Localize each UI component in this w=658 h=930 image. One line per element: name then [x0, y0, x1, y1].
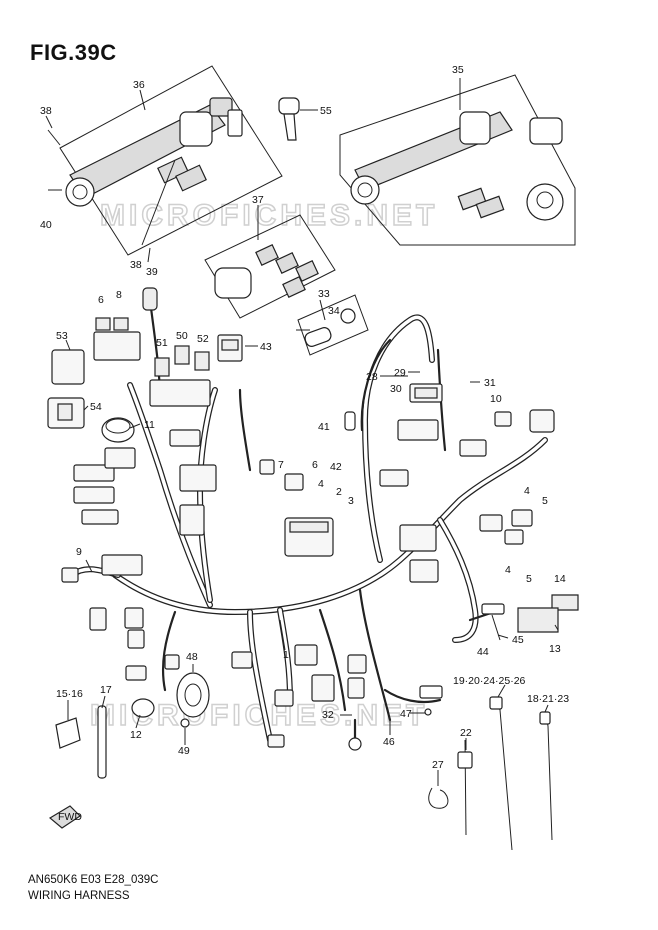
callout-30: 30 — [390, 383, 402, 395]
callout-47: 47 — [400, 708, 412, 720]
callout-1: 1 — [283, 649, 289, 661]
callout-37: 37 — [252, 194, 264, 206]
callout-15-16: 15·16 — [56, 688, 83, 700]
callout-22: 22 — [460, 727, 472, 739]
callout-27: 27 — [432, 759, 444, 771]
part-33-34 — [297, 294, 369, 356]
callout-51: 51 — [156, 337, 168, 349]
lock-set-36 — [47, 65, 283, 256]
key-set-37 — [204, 205, 336, 319]
callout-45: 45 — [512, 634, 524, 646]
callout-41: 41 — [318, 421, 330, 433]
callout-31: 31 — [484, 377, 496, 389]
callout-48: 48 — [186, 651, 198, 663]
callout-53: 53 — [56, 330, 68, 342]
callout-52: 52 — [197, 333, 209, 345]
callout-55: 55 — [320, 105, 332, 117]
figure-caption: WIRING HARNESS — [28, 890, 130, 902]
callout-18-21-23: 18·21·23 — [527, 693, 569, 705]
callout-50: 50 — [176, 330, 188, 342]
callout-5: 5 — [542, 495, 548, 507]
callout-38: 38 — [40, 105, 52, 117]
callout-29: 29 — [394, 367, 406, 379]
callout-4c: 4 — [505, 564, 511, 576]
part-12 — [131, 698, 155, 718]
callout-6b: 6 — [312, 459, 318, 471]
relay-53 — [51, 349, 85, 385]
clips-and-ties: FWD — [48, 696, 553, 851]
callout-9: 9 — [76, 546, 82, 558]
callout-17: 17 — [100, 684, 112, 696]
callout-39: 39 — [146, 266, 158, 278]
fwd-label: FWD — [58, 811, 82, 823]
model-code: AN650K6 E03 E28_039C — [28, 874, 159, 886]
callout-10: 10 — [490, 393, 502, 405]
callout-28: 28 — [366, 371, 378, 383]
callout-42: 42 — [330, 461, 342, 473]
horn-48 — [176, 672, 210, 718]
callout-8: 8 — [116, 289, 122, 301]
cap-11 — [101, 417, 135, 443]
lock-set-35 — [339, 74, 576, 246]
connectors — [47, 287, 579, 751]
callout-38b: 38 — [130, 259, 142, 271]
callout-14: 14 — [554, 573, 566, 585]
callout-4b: 4 — [524, 485, 530, 497]
callout-5b: 5 — [526, 573, 532, 585]
figure-title: FIG.39C — [30, 40, 117, 65]
watermark-top: MICROFICHES.NET — [100, 199, 438, 232]
callout-33: 33 — [318, 288, 330, 300]
callout-12: 12 — [130, 729, 142, 741]
callout-35: 35 — [452, 64, 464, 76]
callout-4: 4 — [318, 478, 324, 490]
callout-3: 3 — [348, 495, 354, 507]
callout-32: 32 — [322, 709, 334, 721]
callout-7: 7 — [278, 459, 284, 471]
callout-36: 36 — [133, 79, 145, 91]
callout-54: 54 — [90, 401, 102, 413]
callout-13: 13 — [549, 643, 561, 655]
callout-49: 49 — [178, 745, 190, 757]
key-55 — [278, 97, 318, 141]
callout-40: 40 — [40, 219, 52, 231]
callout-43: 43 — [260, 341, 272, 353]
callout-44: 44 — [477, 646, 489, 658]
callout-6: 6 — [98, 294, 104, 306]
callout-46: 46 — [383, 736, 395, 748]
callout-19-26: 19·20·24·25·26 — [453, 675, 526, 687]
leader-lines — [45, 89, 559, 786]
callout-11: 11 — [144, 419, 155, 431]
callout-34: 34 — [328, 305, 340, 317]
callout-labels: 36 38 40 38 39 55 35 37 33 34 6 8 53 50 … — [40, 64, 569, 771]
callout-2: 2 — [336, 486, 342, 498]
